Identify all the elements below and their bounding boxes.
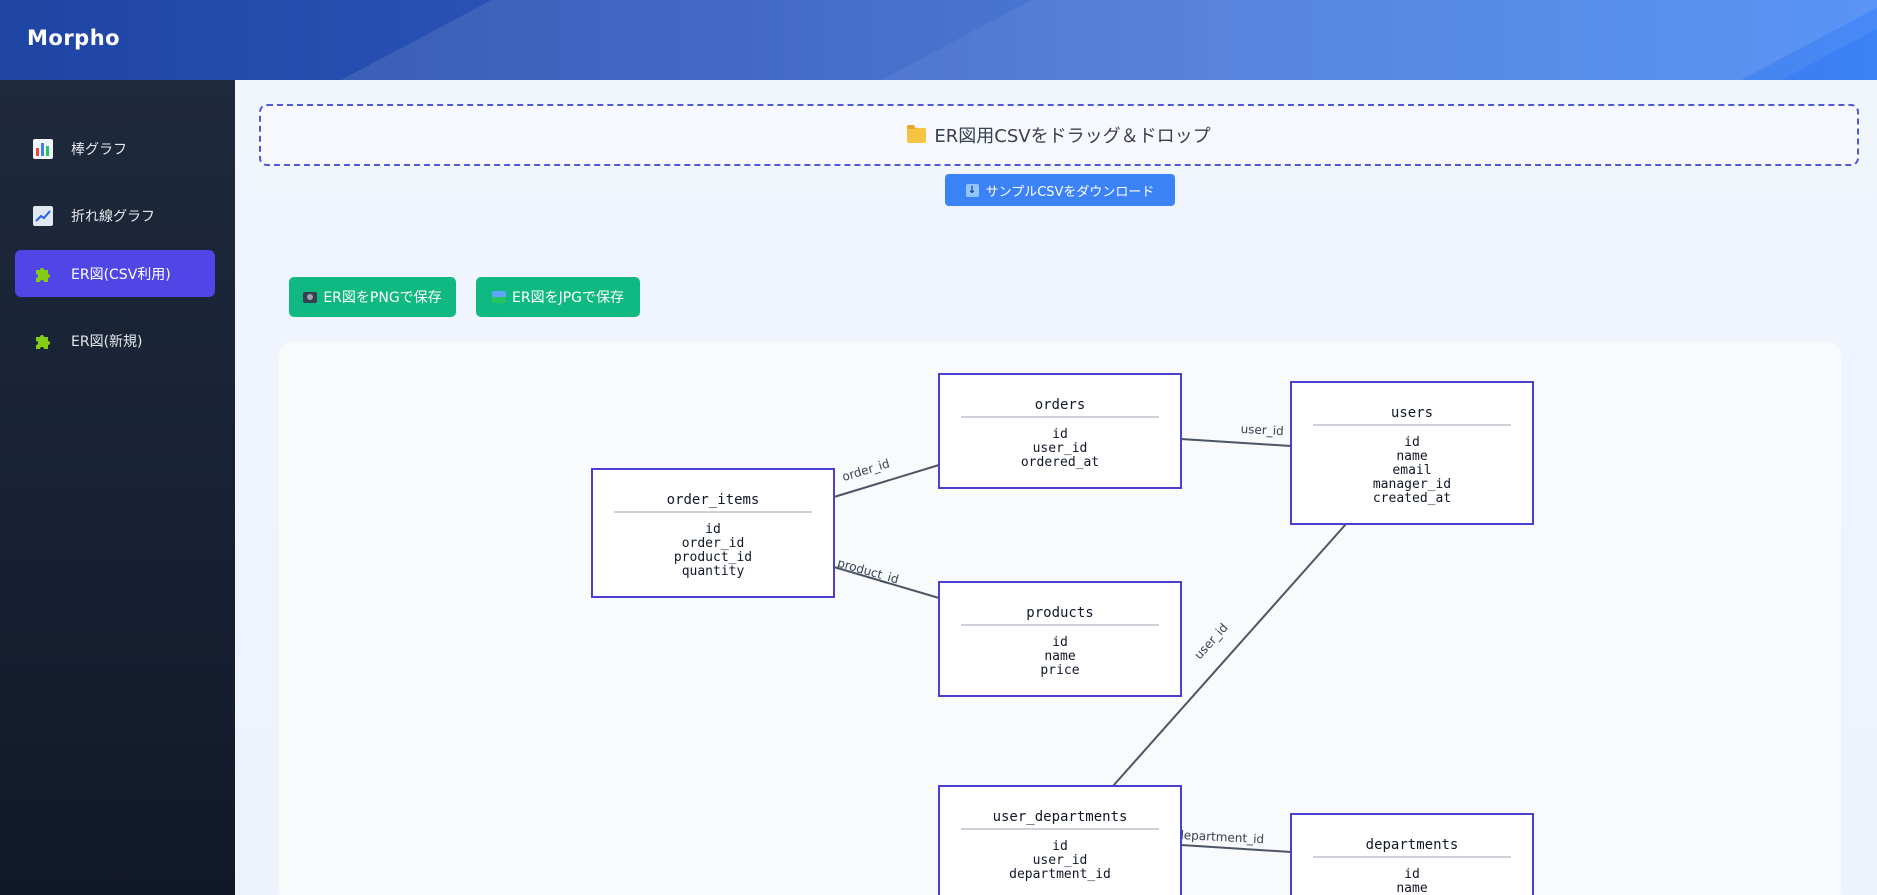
save-png-button[interactable]: ER図をPNGで保存 [289,277,456,317]
entity-field: order_id [682,536,745,551]
entity-box [938,785,1182,895]
puzzle-icon [33,264,53,284]
entity-field: email [1392,463,1431,478]
entity-field: price [1040,663,1079,678]
relation-label: user_id [1191,621,1230,662]
entity-box [938,581,1182,697]
entity-field: id [1404,435,1420,450]
sidebar-item-label: 折れ線グラフ [71,208,155,225]
sidebar-item-label: ER図(新規) [71,333,143,350]
entity-field: product_id [674,550,752,565]
er-diagram: user_idorder_idproduct_iduser_iddepartme… [591,373,1534,895]
sidebar-item-label: ER図(CSV利用) [71,266,171,283]
dropzone-label: ER図用CSVをドラッグ＆ドロップ [934,126,1211,147]
entity-name: departments [1366,837,1459,853]
relation-label: product_id [836,556,901,587]
entity-field: quantity [682,564,745,579]
relation-line [1112,523,1347,787]
entity-box [938,373,1182,489]
download-icon: ↓ [965,183,979,197]
entity-box [1290,813,1534,895]
entity-field: user_id [1033,853,1088,868]
camera-icon [303,291,318,303]
sidebar-item-bar-chart[interactable]: 棒グラフ [15,125,215,172]
entity-name: users [1391,405,1433,421]
entity-box [591,468,835,598]
entity-name: products [1026,605,1093,621]
relation-label: department_id [1176,828,1265,847]
entity-field: department_id [1009,867,1111,882]
entity-field: id [1404,867,1420,882]
entity-field: created_at [1373,491,1451,506]
entity-field: name [1396,881,1427,895]
sidebar-item-er-csv[interactable]: ER図(CSV利用) [15,250,215,297]
entity-field: user_id [1033,441,1088,456]
save-png-label: ER図をPNGで保存 [323,290,442,306]
folder-icon [907,124,927,143]
download-sample-label: サンプルCSVをダウンロード [985,184,1155,200]
app-logo[interactable]: Morpho [27,26,121,50]
download-sample-csv-button[interactable]: ↓ サンプルCSVをダウンロード [945,174,1175,206]
bar-chart-icon [33,138,53,159]
entity-field: id [1052,839,1068,854]
relation-label: user_id [1240,422,1284,438]
entity-field: name [1044,649,1075,664]
entity-field: name [1396,449,1427,464]
app-header: Morpho [0,0,1877,80]
relation-line [833,566,940,599]
entity-name: orders [1035,397,1086,413]
relation-line [1180,844,1292,853]
entity-name: order_items [667,492,760,508]
entity-field: ordered_at [1021,455,1099,470]
entity-name: user_departments [993,809,1128,825]
main-content: ER図用CSVをドラッグ＆ドロップ ↓ サンプルCSVをダウンロード ER図をP… [235,80,1877,895]
sidebar-item-label: 棒グラフ [71,141,127,158]
puzzle-icon [33,331,53,351]
relation-label: order_id [840,456,891,484]
sidebar-item-er-new[interactable]: ER図(新規) [15,317,215,364]
relation-line [833,464,940,498]
picture-icon [492,291,506,303]
sidebar-item-line-chart[interactable]: 折れ線グラフ [15,192,215,239]
entity-field: id [705,522,721,537]
entity-box [1290,381,1534,525]
csv-dropzone[interactable]: ER図用CSVをドラッグ＆ドロップ [259,104,1859,166]
save-jpg-label: ER図をJPGで保存 [512,290,624,306]
save-jpg-button[interactable]: ER図をJPGで保存 [476,277,640,317]
entity-field: manager_id [1373,477,1451,492]
sidebar: 棒グラフ 折れ線グラフ ER図(CSV利用) ER図(新規) [0,80,235,895]
entity-field: id [1052,635,1068,650]
relation-line [1180,438,1292,447]
entity-field: id [1052,427,1068,442]
line-chart-icon [33,205,53,226]
